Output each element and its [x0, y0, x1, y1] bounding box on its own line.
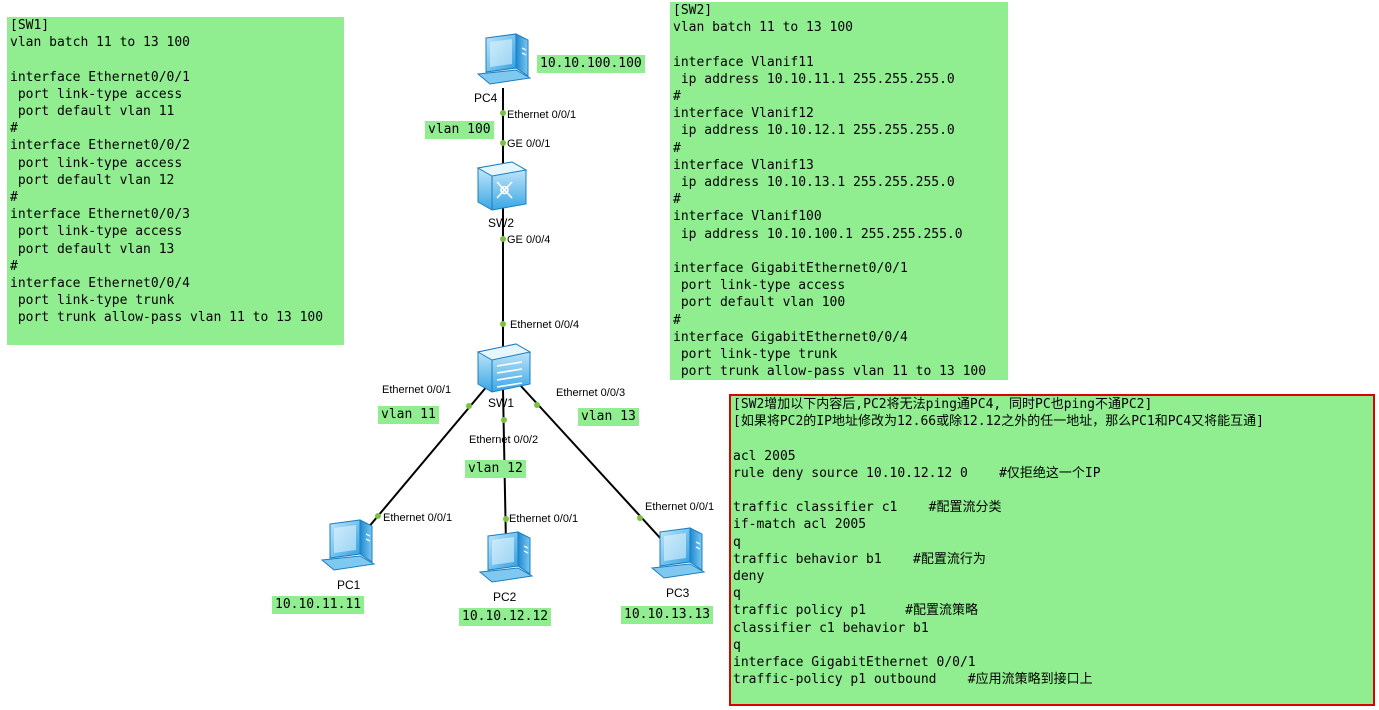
pc4-port-label: Ethernet 0/0/1 [507, 109, 577, 121]
port-dot [637, 515, 643, 521]
pc3-port-label: Ethernet 0/0/1 [645, 501, 715, 513]
acl-config-note: [SW2增加以下内容后,PC2将无法ping通PC4, 同时PC也ping不通P… [729, 394, 1375, 706]
pc3-computer-icon[interactable] [651, 527, 705, 579]
port-dot [500, 321, 506, 327]
sw1-eth4-port-label: Ethernet 0/0/4 [510, 319, 580, 331]
vlan-100-label: vlan 100 [425, 121, 494, 139]
sw2-l3-switch-icon[interactable] [476, 161, 528, 211]
port-dot [466, 403, 472, 409]
link-sw1-pc3 [519, 384, 663, 541]
pc2-name: PC2 [493, 590, 517, 604]
link-sw1-pc1 [361, 384, 489, 536]
sw1-eth1-port-label: Ethernet 0/0/1 [382, 384, 452, 396]
port-dot [534, 402, 540, 408]
sw1-eth2-port-label: Ethernet 0/0/2 [469, 434, 539, 446]
pc4-name: PC4 [474, 91, 498, 105]
pc1-port-label: Ethernet 0/0/1 [383, 512, 453, 524]
port-dot [500, 236, 506, 242]
pc4-computer-icon[interactable] [477, 33, 531, 85]
pc2-computer-icon[interactable] [479, 531, 533, 583]
port-dot [500, 140, 506, 146]
pc1-computer-icon[interactable] [321, 519, 375, 571]
pc2-ip-label: 10.10.12.12 [459, 608, 552, 626]
sw2-config-note: [SW2] vlan batch 11 to 13 100 interface … [670, 2, 1008, 380]
port-dot [500, 110, 506, 116]
pc3-ip-label: 10.10.13.13 [621, 606, 714, 624]
sw1-eth3-port-label: Ethernet 0/0/3 [556, 387, 626, 399]
pc4-ip-label: 10.10.100.100 [537, 55, 645, 73]
vlan-13-label: vlan 13 [578, 408, 639, 426]
sw2-ge4-port-label: GE 0/0/4 [507, 234, 551, 246]
vlan-11-label: vlan 11 [378, 406, 439, 424]
pc2-port-label: Ethernet 0/0/1 [509, 513, 579, 525]
sw1-name: SW1 [488, 396, 515, 410]
sw2-ge1-port-label: GE 0/0/1 [507, 138, 551, 150]
sw1-l2-switch-icon[interactable] [476, 343, 532, 393]
pc1-ip-label: 10.10.11.11 [272, 596, 365, 614]
pc1-name: PC1 [337, 578, 361, 592]
sw1-config-note: [SW1] vlan batch 11 to 13 100 interface … [7, 17, 344, 345]
pc3-name: PC3 [666, 586, 690, 600]
port-dot [375, 513, 381, 519]
port-dot [503, 516, 509, 522]
sw2-name: SW2 [488, 216, 515, 230]
vlan-12-label: vlan 12 [465, 460, 526, 478]
port-dot [501, 417, 507, 423]
